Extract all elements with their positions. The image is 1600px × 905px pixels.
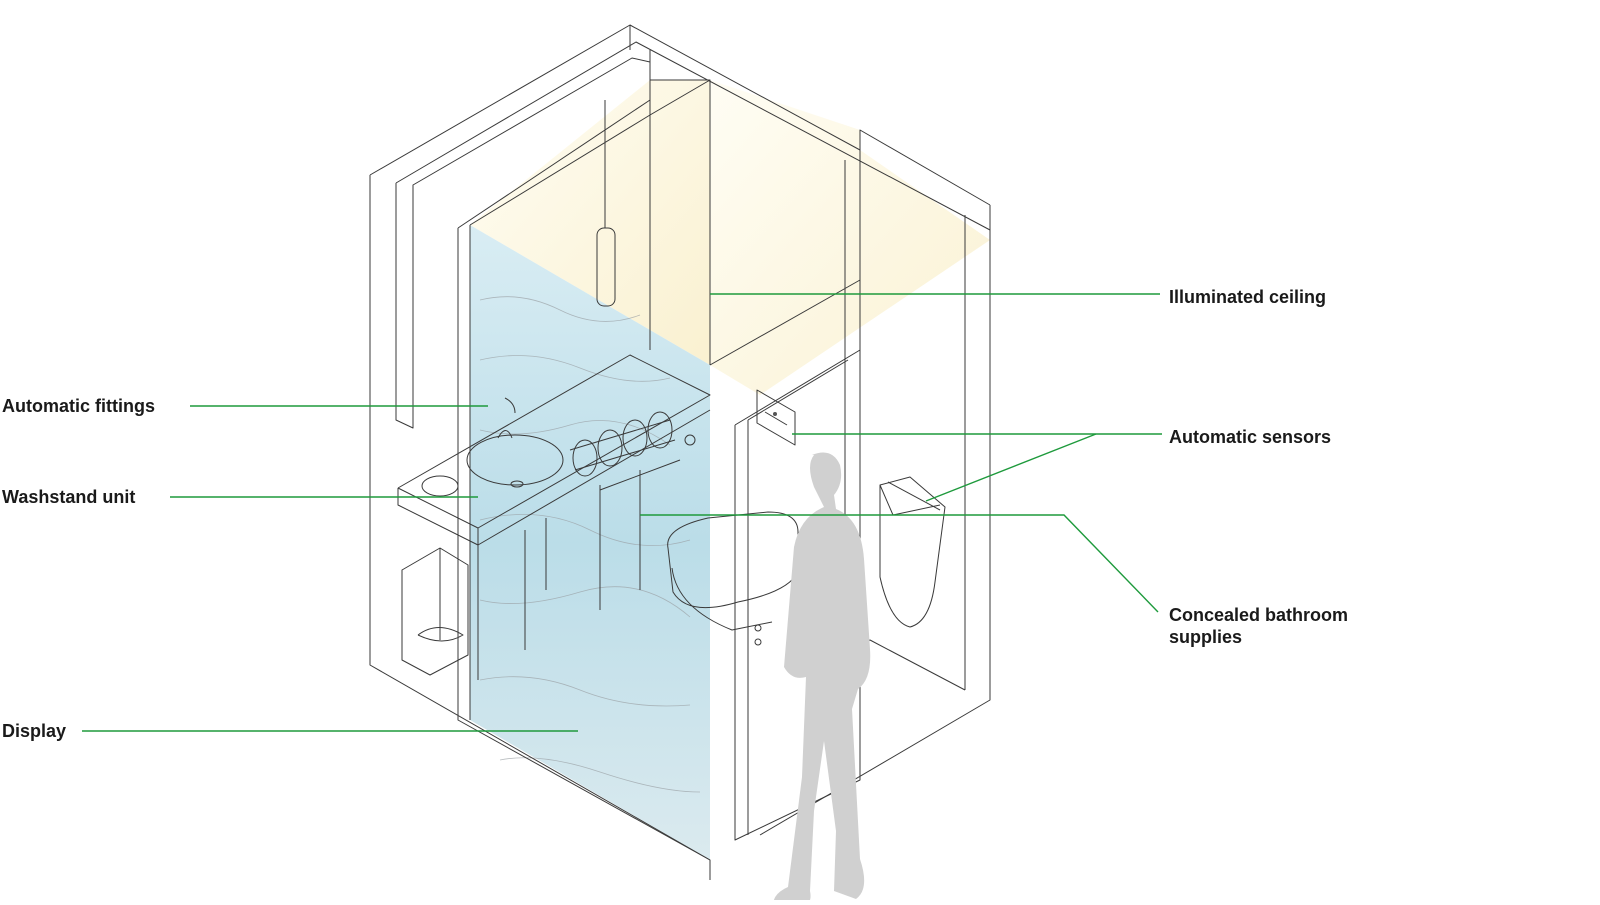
leader-automatic-sensors-2 [925, 433, 1097, 502]
label-washstand-unit: Washstand unit [2, 487, 136, 507]
label-illuminated-ceiling: Illuminated ceiling [1169, 287, 1327, 307]
leader-lines [82, 293, 1162, 732]
label-concealed-bathroom-supplies: Concealed bathroom supplies [1169, 604, 1348, 648]
display-wall [470, 225, 710, 860]
label-automatic-fittings: Automatic fittings [2, 396, 155, 416]
washstand-unit [397, 354, 711, 680]
leader-concealed-supplies [640, 514, 1159, 613]
person-silhouette [773, 452, 871, 905]
label-concealed-line-1: Concealed bathroom [1169, 605, 1349, 625]
pendant-lamp [596, 100, 616, 307]
label-display: Display [2, 721, 67, 741]
urinal [879, 476, 946, 628]
label-concealed-line-2: supplies [1169, 627, 1243, 647]
label-automatic-sensors: Automatic sensors [1169, 427, 1332, 447]
